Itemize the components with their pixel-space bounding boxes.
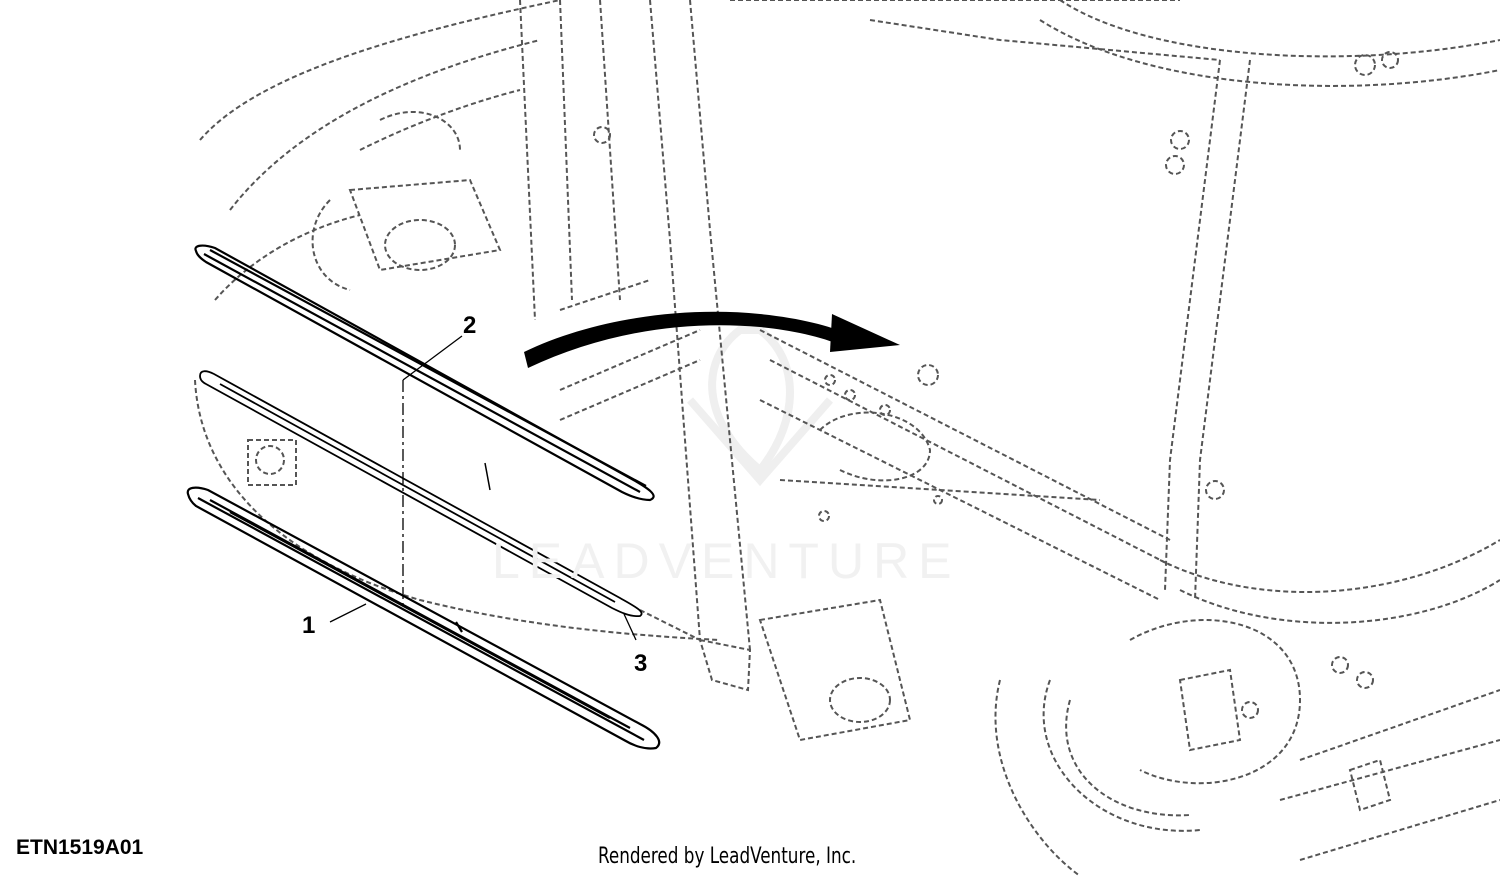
callout-1: 1: [302, 612, 316, 639]
machine-frame-background: [194, 0, 1500, 877]
callout-3: 3: [634, 650, 648, 677]
middle-trim-strip: [199, 370, 643, 618]
figure-id-label: ETN1519A01: [16, 836, 144, 859]
watermark-text: LEADVENTURE: [492, 533, 961, 589]
leader-lines: [329, 335, 637, 641]
leadventure-logo-icon: [686, 326, 834, 487]
upper-trim-strip: [194, 244, 655, 502]
lower-trim-strip: [186, 486, 661, 750]
callout-2: 2: [463, 312, 477, 339]
curved-arrow-right-icon: [524, 311, 900, 368]
render-credit: Rendered by LeadVenture, Inc.: [598, 844, 857, 869]
